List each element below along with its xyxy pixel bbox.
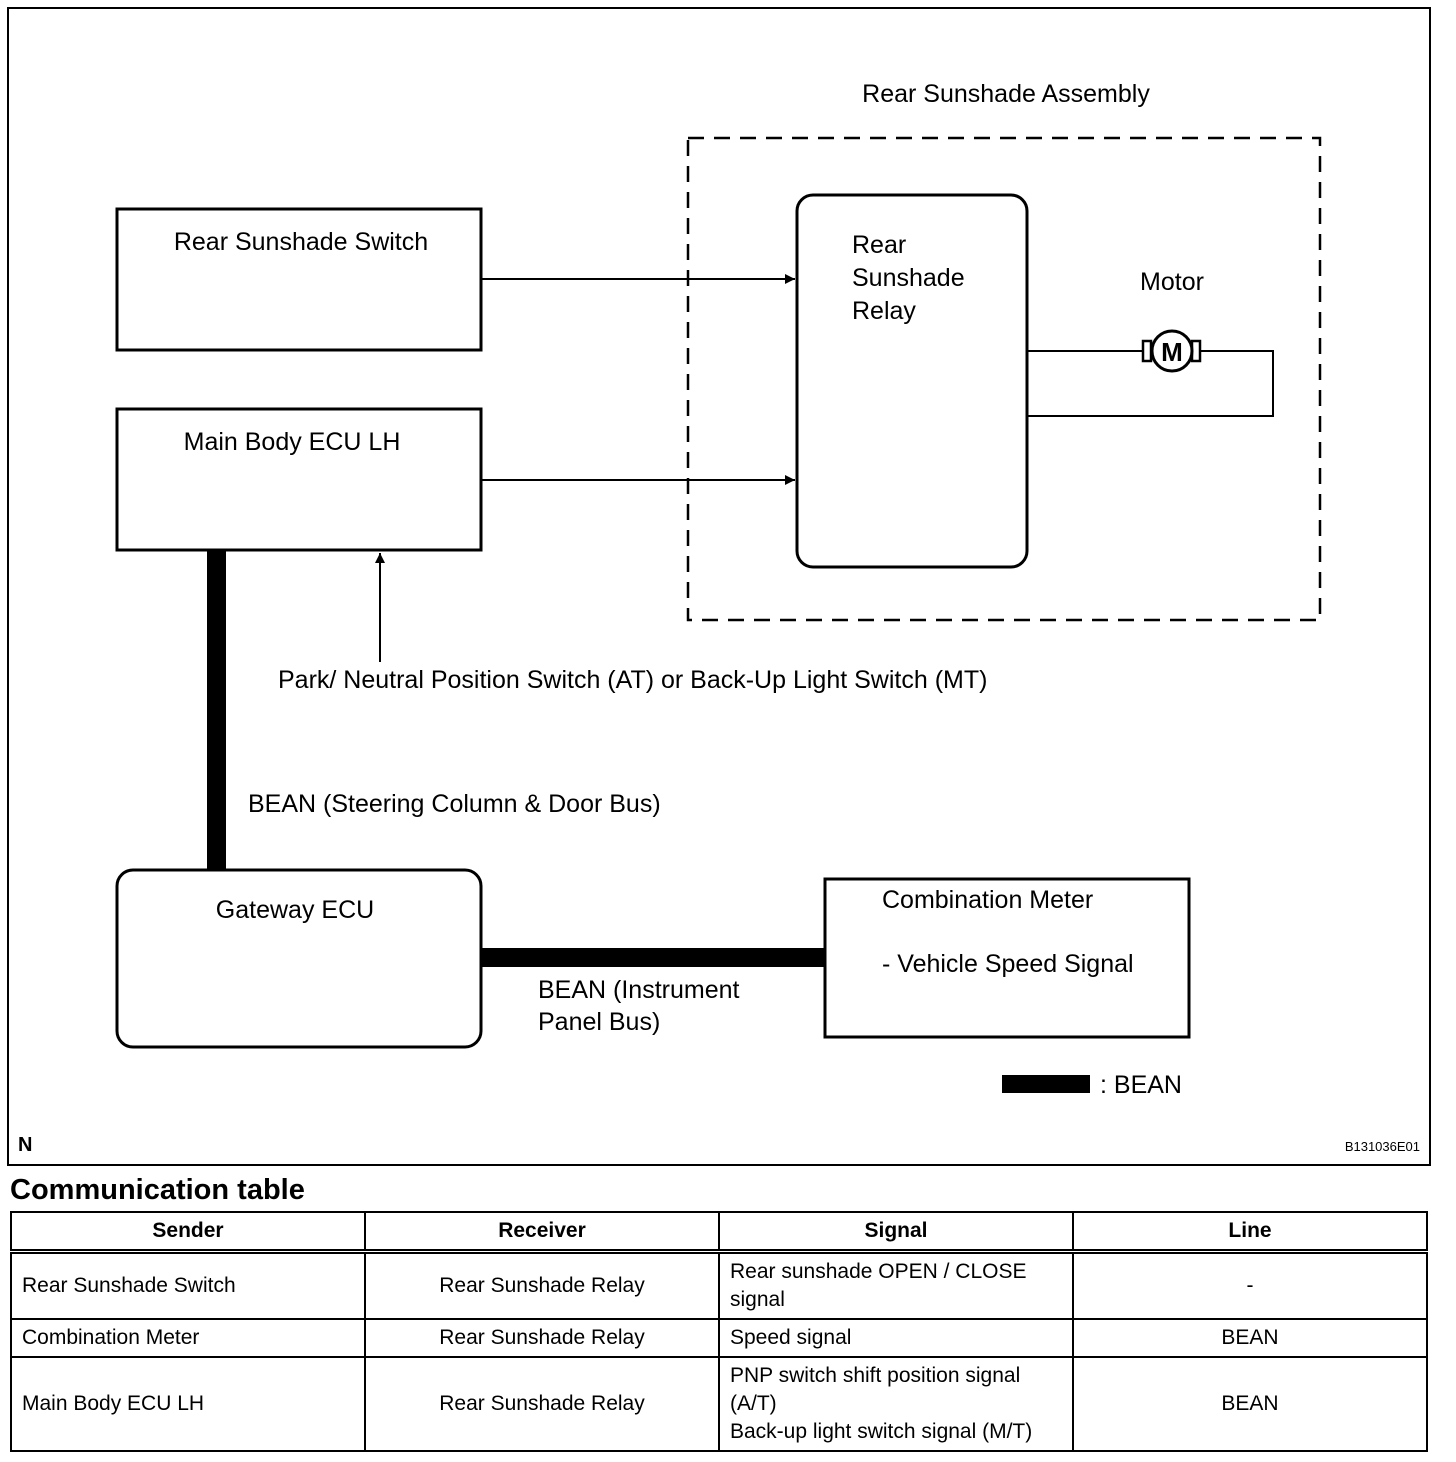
signal-cell: PNP switch shift position signal (A/T) B…: [718, 1355, 1074, 1452]
diagram-frame: [7, 7, 1431, 1166]
header-receiver: Receiver: [364, 1211, 720, 1254]
rear-sunshade-relay-box: Rear Sunshade Relay: [795, 193, 1029, 569]
header-line: Line: [1072, 1211, 1428, 1254]
communication-table: Sender Receiver Signal Line Rear Sunshad…: [10, 1211, 1428, 1452]
header-sender: Sender: [10, 1211, 366, 1254]
bean-steering-label: BEAN (Steering Column & Door Bus): [248, 790, 661, 818]
receiver-cell: Rear Sunshade Relay: [364, 1250, 720, 1320]
gateway-label: Gateway ECU: [216, 896, 374, 924]
legend-bean-label: : BEAN: [1100, 1071, 1182, 1099]
sender-cell: Rear Sunshade Switch: [10, 1250, 366, 1320]
sender-cell: Combination Meter: [10, 1317, 366, 1358]
line-cell: BEAN: [1072, 1317, 1428, 1358]
system-diagram: Rear Sunshade Assembly Rear Sunshade Swi…: [7, 7, 1431, 1166]
main-body-ecu-box: Main Body ECU LH: [115, 407, 483, 552]
ecu-label: Main Body ECU LH: [184, 428, 401, 456]
communication-table-title: Communication table: [10, 1174, 305, 1206]
relay-label-line-1: Rear: [852, 231, 906, 259]
gateway-ecu-box: Gateway ECU: [115, 868, 483, 1049]
rear-sunshade-assembly: Rear Sunshade Assembly: [686, 80, 1322, 622]
signal-line: Speed signal: [730, 1325, 852, 1349]
relay-label-line-3: Relay: [852, 297, 916, 325]
receiver-cell: Rear Sunshade Relay: [364, 1355, 720, 1452]
motor-symbol: M: [1161, 337, 1183, 367]
line-cell: -: [1072, 1250, 1428, 1320]
signal-cell: Speed signal: [718, 1317, 1074, 1358]
table-row: Combination Meter Rear Sunshade Relay Sp…: [10, 1317, 1428, 1358]
combination-meter-box: Combination Meter - Vehicle Speed Signal: [823, 877, 1191, 1039]
switch-label: Rear Sunshade Switch: [174, 228, 428, 256]
legend: : BEAN: [1002, 1071, 1182, 1099]
bean-instrument-label-line-1: BEAN (Instrument: [538, 976, 740, 1004]
sender-cell: Main Body ECU LH: [10, 1355, 366, 1452]
pnp-switch-label: Park/ Neutral Position Switch (AT) or Ba…: [278, 666, 987, 694]
motor-label: Motor: [1140, 268, 1204, 296]
relay-label-line-2: Sunshade: [852, 264, 965, 292]
signal-line: Rear sunshade OPEN / CLOSE: [730, 1259, 1027, 1283]
signal-line: (A/T): [730, 1391, 777, 1415]
figure-id: B131036E01: [1345, 1139, 1420, 1154]
bean-instrument-label-line-2: Panel Bus): [538, 1008, 660, 1036]
bean-instrument-bus: [481, 948, 825, 967]
header-signal: Signal: [718, 1211, 1074, 1254]
rear-sunshade-switch-box: Rear Sunshade Switch: [115, 207, 483, 352]
assembly-label: Rear Sunshade Assembly: [862, 80, 1150, 108]
signal-cell: Rear sunshade OPEN / CLOSE signal: [718, 1250, 1074, 1320]
table-header-row: Sender Receiver Signal Line: [10, 1211, 1428, 1254]
corner-mark: N: [18, 1134, 32, 1156]
signal-line: PNP switch shift position signal: [730, 1363, 1021, 1387]
motor: Motor M: [1027, 268, 1274, 417]
signal-line: Back-up light switch signal (M/T): [730, 1419, 1033, 1443]
line-cell: BEAN: [1072, 1355, 1428, 1452]
signal-line: signal: [730, 1287, 785, 1311]
meter-signal-label: - Vehicle Speed Signal: [882, 950, 1134, 978]
table-row: Rear Sunshade Switch Rear Sunshade Relay…: [10, 1250, 1428, 1320]
meter-label: Combination Meter: [882, 886, 1093, 914]
bean-steering-bus: [207, 550, 226, 870]
receiver-cell: Rear Sunshade Relay: [364, 1317, 720, 1358]
table-row: Main Body ECU LH Rear Sunshade Relay PNP…: [10, 1355, 1428, 1452]
legend-bean-swatch: [1002, 1075, 1090, 1093]
